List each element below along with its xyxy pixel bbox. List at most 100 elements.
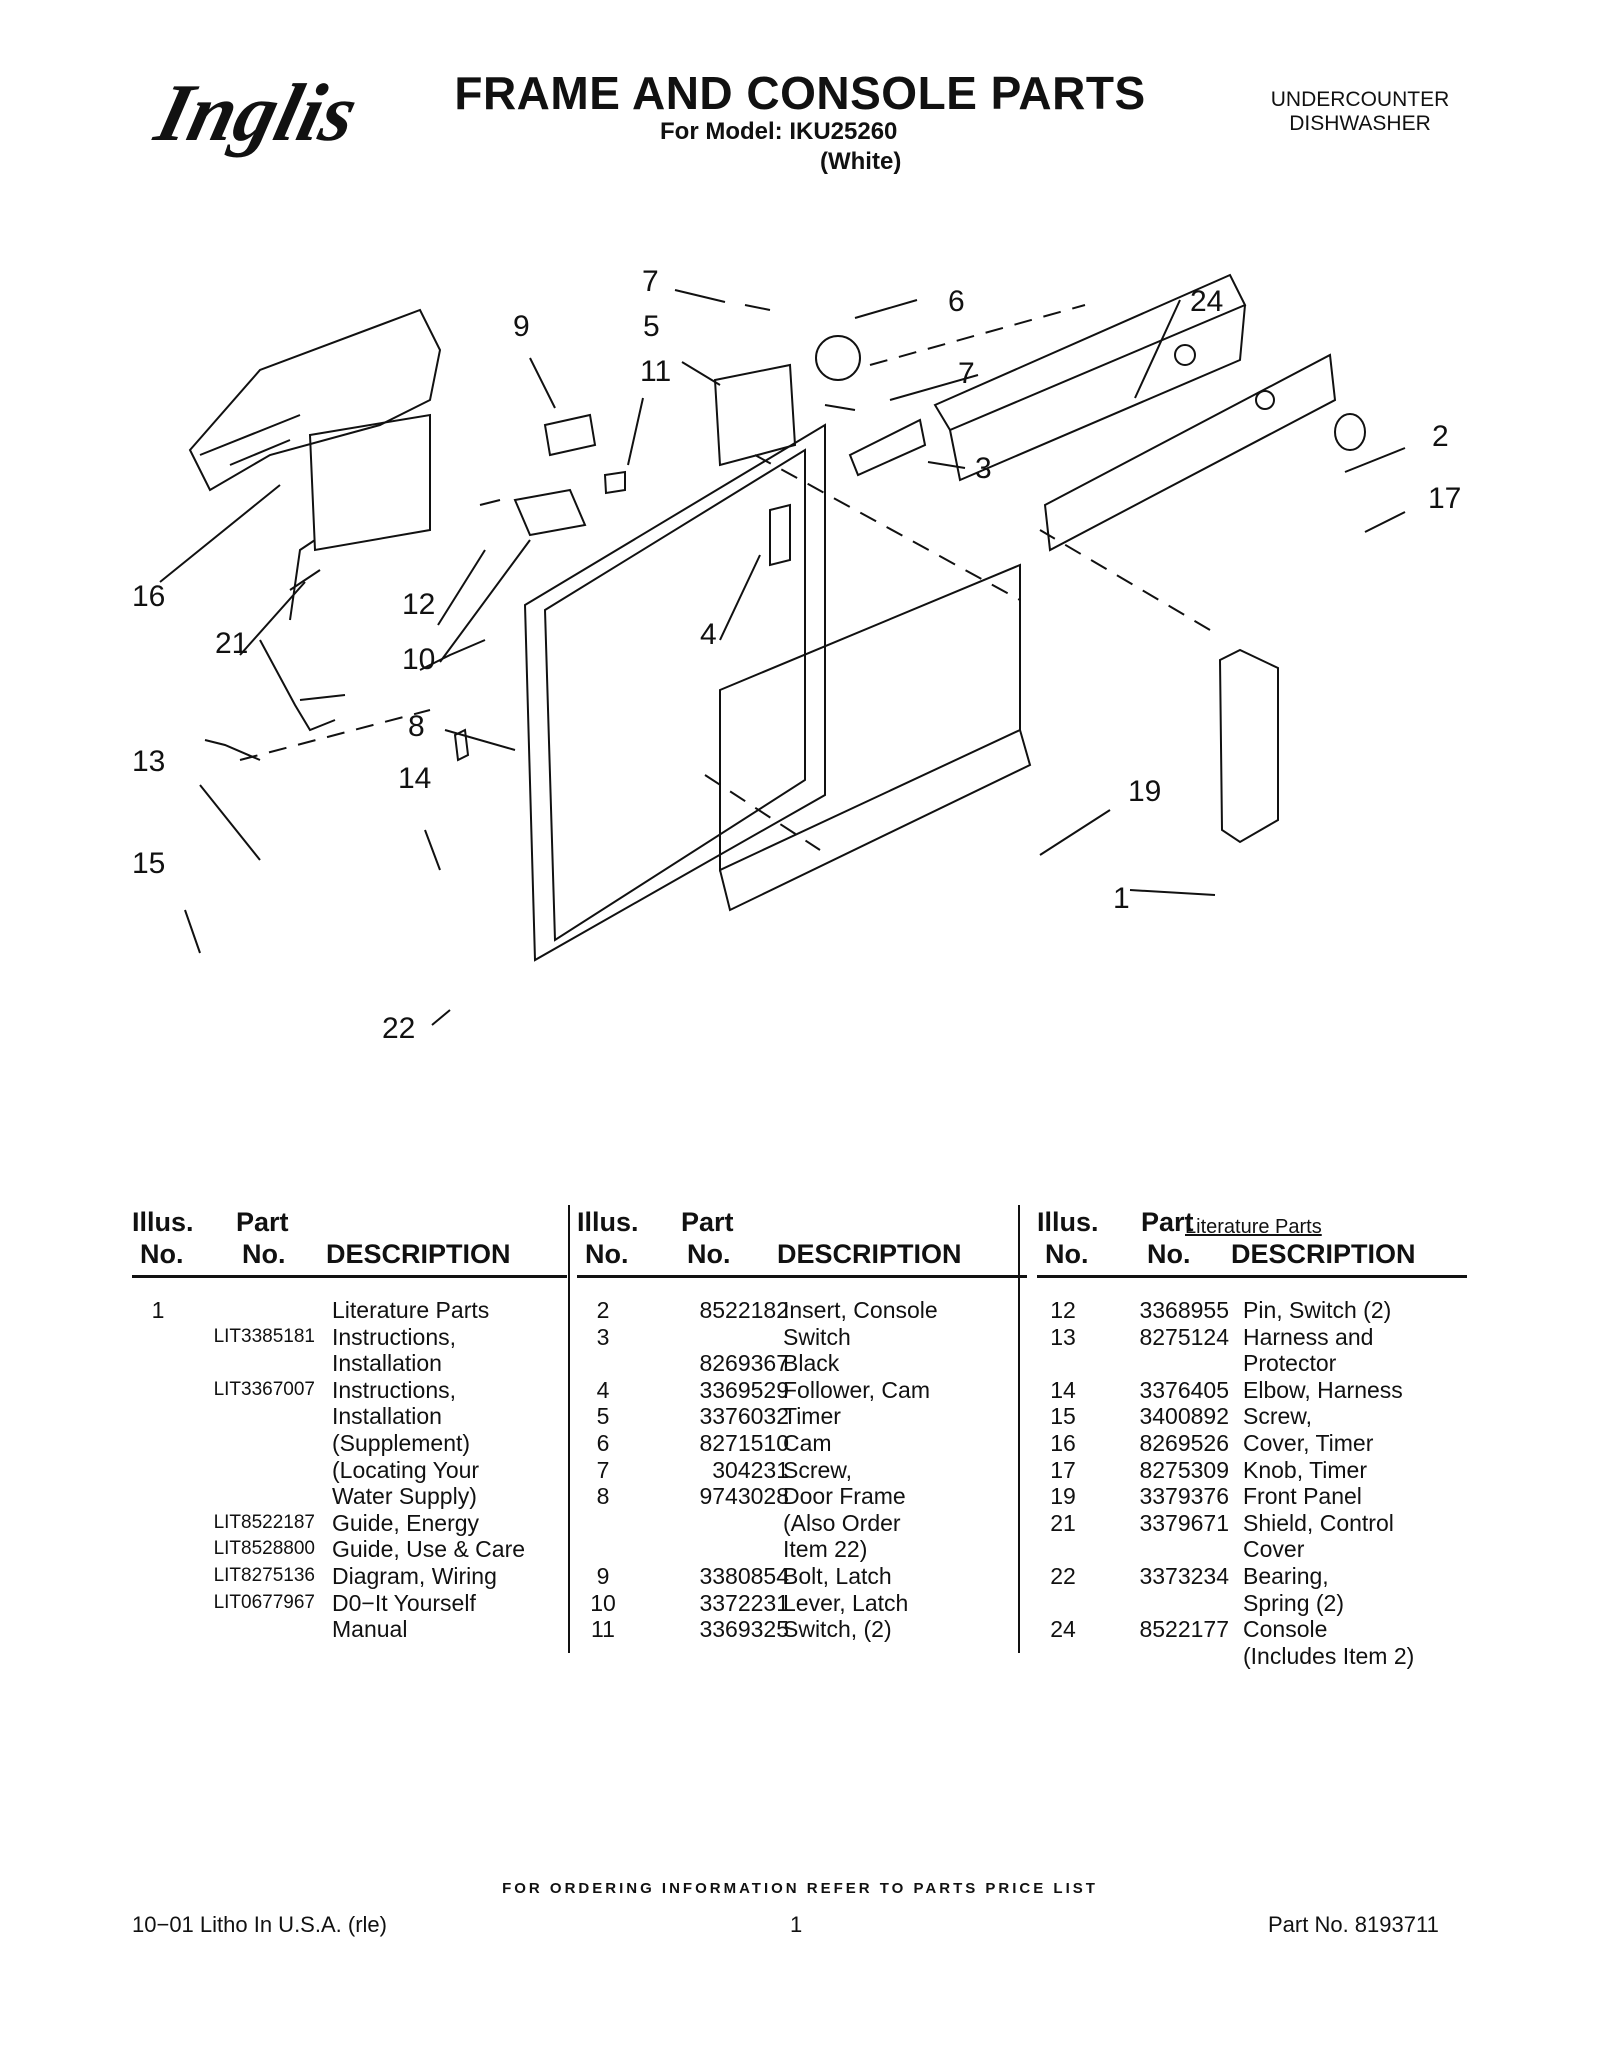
table-row: (Supplement) — [132, 1430, 567, 1456]
table-row: Water Supply) — [132, 1483, 567, 1509]
callout-11: 11 — [640, 355, 672, 388]
litho-line: 10−01 Litho In U.S.A. (rle) — [132, 1912, 387, 1937]
illus-no: 21 — [1050, 1509, 1076, 1536]
cam-part — [815, 335, 861, 381]
description: Shield, Control — [1243, 1509, 1394, 1536]
model-line: For Model: IKU25260 — [660, 118, 898, 145]
header-part: Part — [236, 1207, 289, 1237]
door-frame-inner — [543, 448, 806, 942]
part-no: 3369529 — [699, 1376, 789, 1403]
table-row: Spring (2) — [1037, 1590, 1467, 1616]
part-no: LIT8522187 — [213, 1511, 315, 1533]
harness-part — [259, 539, 346, 732]
table-row: (Also Order — [577, 1510, 1027, 1536]
svg-text:Inglis: Inglis — [146, 68, 366, 159]
cam-follower-part — [848, 418, 927, 477]
illus-no: 4 — [596, 1376, 610, 1403]
literature-parts-label: Literature Parts — [1185, 1216, 1322, 1238]
callout-6: 6 — [948, 285, 965, 318]
leader-arrows — [159, 289, 1406, 1026]
description: Diagram, Wiring — [332, 1563, 497, 1589]
callout-12: 12 — [402, 588, 436, 621]
parts-column-2: Illus. No. Part No. DESCRIPTION 2 8522182… — [577, 1205, 1027, 1665]
part-no: LIT8528800 — [213, 1538, 315, 1560]
callout-16: 16 — [132, 580, 166, 613]
document-part-number: Part No. 8193711 — [1268, 1912, 1439, 1937]
part-no: 8522182 — [699, 1297, 789, 1323]
illus-no: 13 — [1050, 1323, 1076, 1350]
literature-booklet — [1218, 648, 1279, 844]
part-no: 3380854 — [699, 1563, 789, 1589]
callout-7-top: 7 — [642, 265, 659, 298]
part-no: 8275309 — [1139, 1456, 1229, 1483]
screw-15-part — [204, 739, 261, 761]
description: Timer — [783, 1403, 841, 1430]
shield-part — [308, 413, 431, 552]
timer-cover-detail — [199, 414, 301, 466]
illus-no: 3 — [596, 1323, 610, 1350]
callout-24: 24 — [1190, 285, 1224, 318]
product-type: UNDERCOUNTER DISHWASHER — [1250, 88, 1470, 136]
timer-part — [713, 363, 797, 467]
part-no: LIT8275136 — [213, 1565, 315, 1586]
header-description: DESCRIPTION — [326, 1239, 511, 1269]
part-no: 8275124 — [1139, 1323, 1229, 1350]
console-body — [949, 304, 1246, 482]
description: Knob, Timer — [1243, 1456, 1367, 1483]
cam-plate-part — [769, 503, 791, 567]
part-no: 8271510 — [699, 1430, 789, 1456]
description: Installation — [332, 1403, 442, 1430]
illus-no: 9 — [596, 1563, 610, 1589]
callout-21: 21 — [215, 627, 249, 660]
part-no: 3379671 — [1139, 1509, 1229, 1536]
table-row: Manual — [132, 1616, 567, 1642]
header-illus: Illus. — [132, 1207, 194, 1237]
console-knob-hole — [1174, 344, 1196, 366]
description: Elbow, Harness — [1243, 1376, 1403, 1403]
description: Pin, Switch (2) — [1243, 1297, 1392, 1323]
part-no: 3400892 — [1139, 1403, 1229, 1430]
front-panel-edge — [719, 729, 1032, 912]
timer-cover-part — [188, 308, 442, 492]
callout-4: 4 — [700, 618, 717, 651]
callout-1: 1 — [1113, 882, 1130, 915]
description: Switch — [783, 1323, 851, 1350]
description: Bolt, Latch — [783, 1563, 892, 1589]
table-row: LIT8275136 Diagram, Wiring — [132, 1563, 567, 1589]
part-no: 3376405 — [1139, 1376, 1229, 1403]
header-illus-no: No. — [140, 1239, 184, 1269]
illus-no: 8 — [596, 1483, 610, 1510]
header-description: DESCRIPTION — [777, 1239, 962, 1269]
switch-pin-part — [479, 499, 501, 506]
table-row: (Includes Item 2) — [1037, 1643, 1467, 1669]
illus-no: 2 — [596, 1297, 610, 1323]
callout-2: 2 — [1432, 420, 1449, 453]
description: Guide, Energy — [332, 1509, 480, 1536]
header-part-no: No. — [687, 1239, 731, 1269]
parts-table: Illus. No. Part No. DESCRIPTION 1 Literat… — [132, 1205, 1467, 1669]
description: Follower, Cam — [783, 1376, 930, 1403]
description: Literature Parts — [332, 1297, 490, 1323]
table-header: Illus. No. Part No. DESCRIPTION — [577, 1205, 1027, 1278]
part-no: 3369325 — [699, 1616, 789, 1643]
illus-no: 1 — [151, 1297, 165, 1323]
illus-no: 22 — [1050, 1563, 1076, 1589]
description: Harness and — [1243, 1323, 1374, 1350]
page-title: FRAME AND CONSOLE PARTS — [454, 67, 1146, 119]
illus-no: 5 — [596, 1403, 610, 1430]
